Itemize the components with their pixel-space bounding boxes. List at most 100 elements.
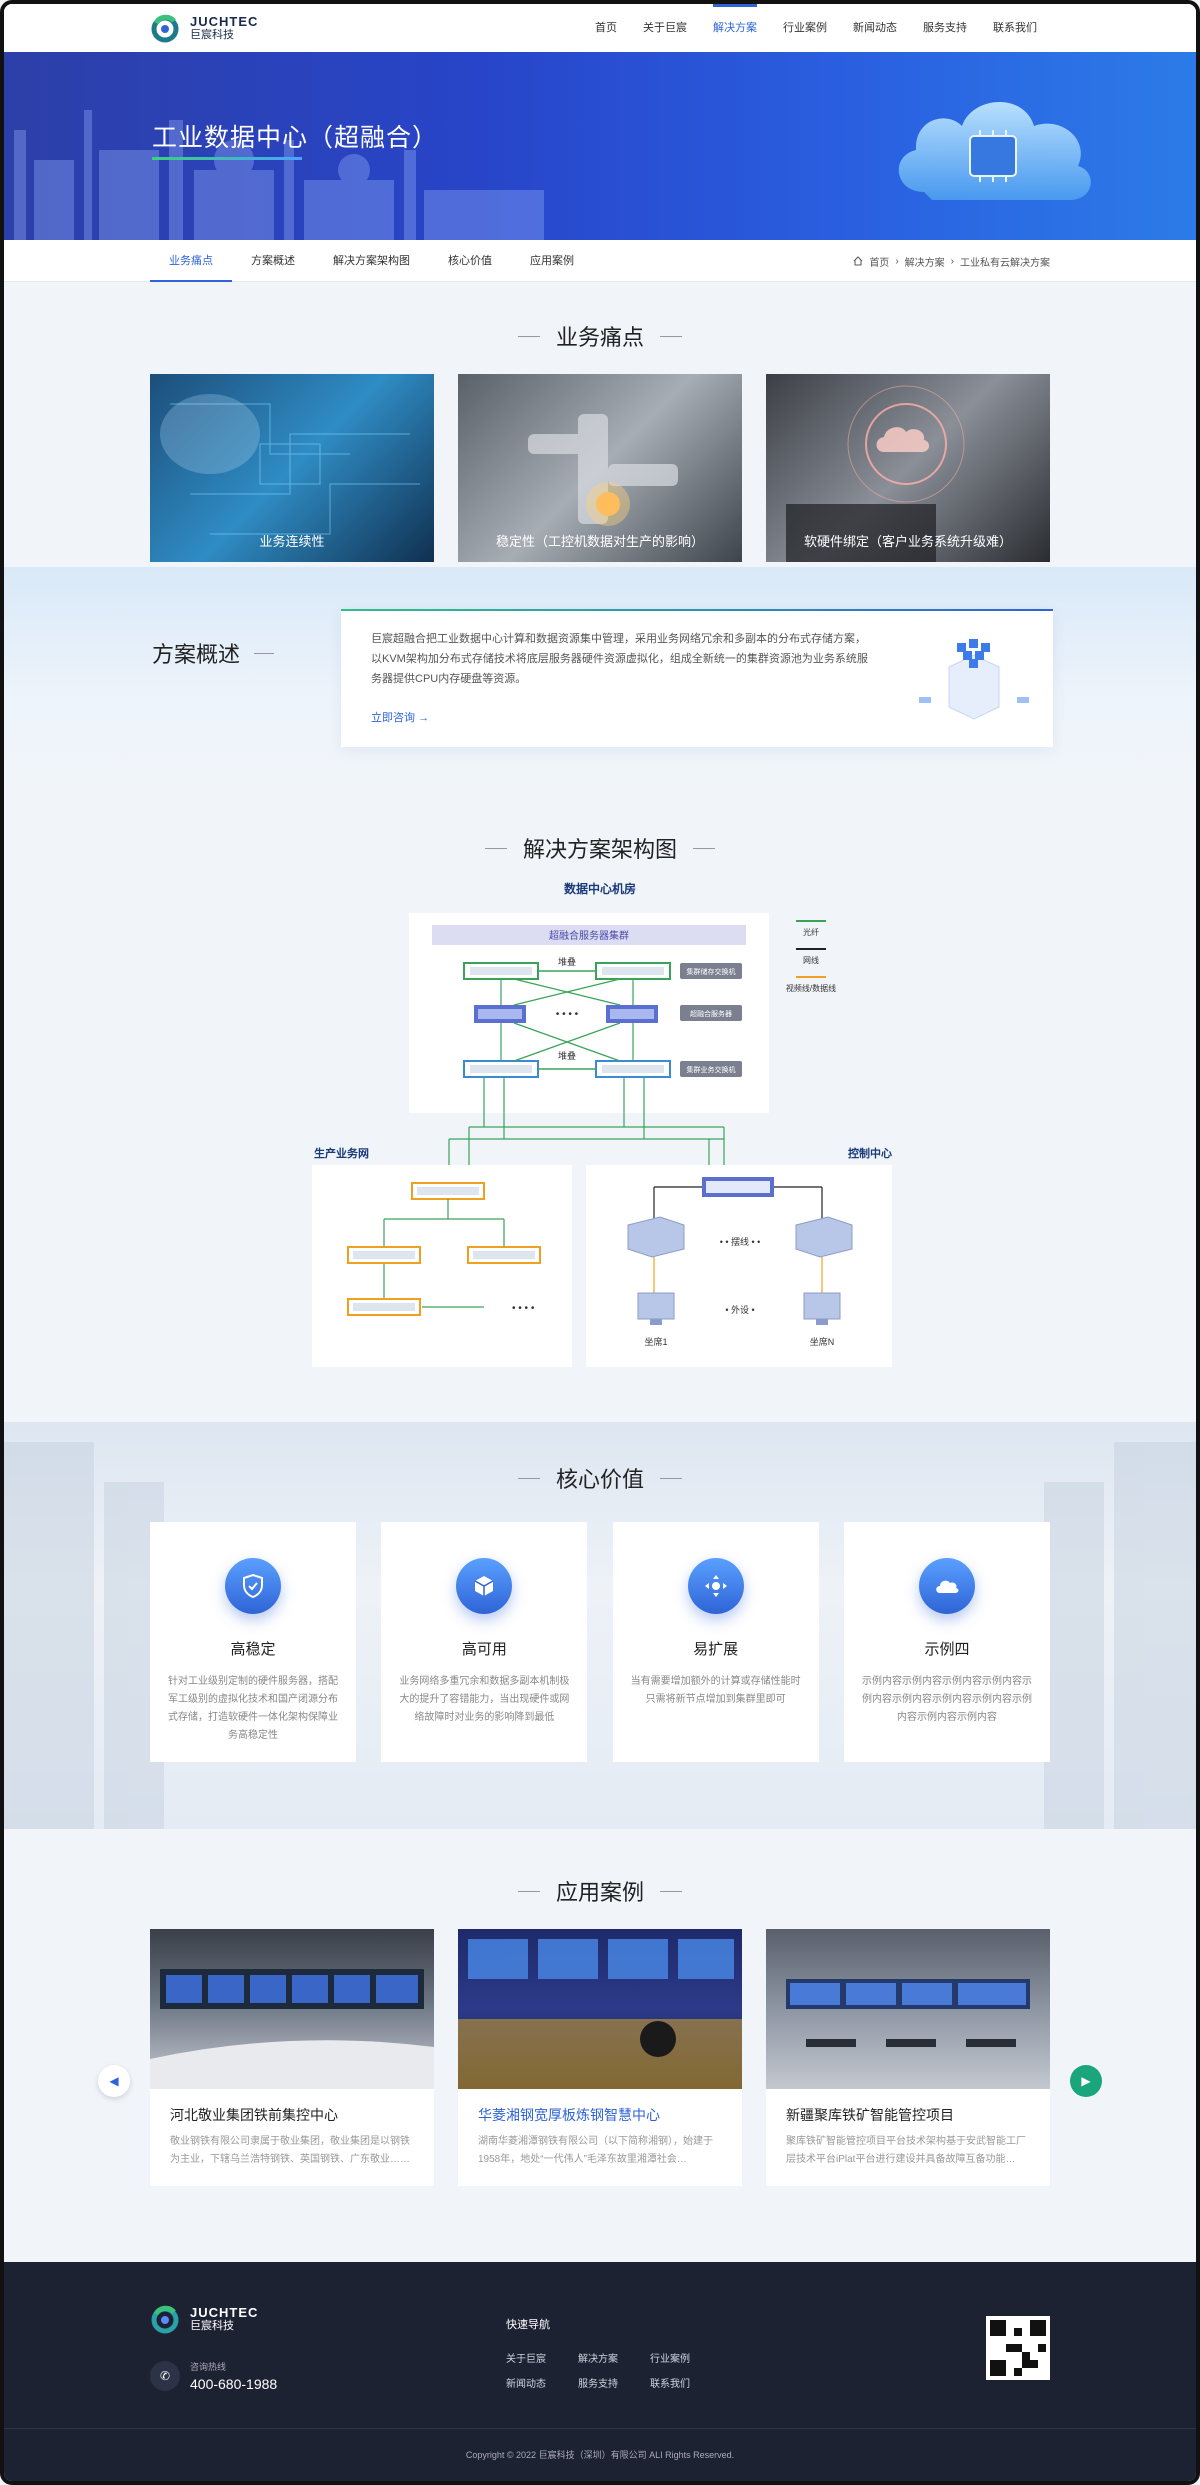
value-card-example: 示例四 示例内容示例内容示例内容示例内容示例内容示例内容示例内容示例内容示例内容… bbox=[843, 1522, 1050, 1762]
cluster-label: 超融合服务器集群 bbox=[549, 929, 629, 942]
case-desc: 敬业钢铁有限公司隶属于敬业集团，敬业集团是以钢铁为主业，下辖乌兰浩特钢铁、英国钢… bbox=[170, 2136, 410, 2165]
overview-text: 巨宸超融合把工业数据中心计算和数据资源集中管理，采用业务网络冗余和多副本的分布式… bbox=[371, 633, 868, 685]
case-card[interactable]: 河北敬业集团铁前集控中心 敬业钢铁有限公司隶属于敬业集团，敬业集团是以钢铁为主业… bbox=[150, 1929, 434, 2186]
pain-card-continuity[interactable]: 业务连续性 bbox=[150, 374, 434, 562]
cases-title: 应用案例 bbox=[4, 1875, 1196, 1907]
value-name: 高可用 bbox=[461, 1641, 507, 1658]
footer-link-contact[interactable]: 联系我们 bbox=[650, 2379, 690, 2390]
footer-logo-cn: 巨宸科技 bbox=[190, 2320, 234, 2332]
footer-logo[interactable]: JUCHTEC 巨宸科技 bbox=[150, 2304, 258, 2334]
peripheral-label: • 外设 • bbox=[725, 1304, 754, 1315]
tab-overview[interactable]: 方案概述 bbox=[251, 255, 295, 267]
chevron-right-icon: ▶ bbox=[1081, 2074, 1091, 2088]
case-name: 河北敬业集团铁前集控中心 bbox=[170, 2107, 338, 2123]
circuit-hand-image bbox=[160, 394, 420, 535]
pain-card-binding[interactable]: 软硬件绑定（客户业务系统升级难） bbox=[766, 374, 1050, 562]
hotline-number[interactable]: 400-680-1988 bbox=[190, 2376, 278, 2392]
cloud-icon bbox=[918, 1558, 975, 1614]
nav-solutions[interactable]: 解决方案 bbox=[700, 4, 770, 52]
architecture-title: 解决方案架构图 bbox=[4, 832, 1196, 864]
copyright: Copyright © 2022 巨宸科技（深圳）有限公司 ALI Rights… bbox=[4, 2428, 1196, 2481]
carousel-next-button[interactable]: ▶ bbox=[1070, 2065, 1102, 2097]
factory-silhouette-image bbox=[14, 110, 544, 240]
pain-title: 业务痛点 bbox=[4, 320, 1196, 352]
footer: JUCHTEC 巨宸科技 ✆ 咨询热线 400-680-1988 快速导航 关于… bbox=[4, 2262, 1196, 2481]
case-card[interactable]: 新疆聚库铁矿智能管控项目 聚库铁矿智能管控项目平台技术架构基于安武智能工厂层技术… bbox=[766, 1929, 1050, 2186]
pain-card-caption: 稳定性（工控机数据对生产的影响） bbox=[495, 534, 704, 549]
architecture-diagram: 超融合服务器集群 堆叠 集群储存交换机 • • • • 超融合服务器 堆叠 集群… bbox=[312, 913, 892, 1367]
value-desc: 针对工业级别定制的硬件服务器，搭配军工级别的虚拟化技术和国产闭源分布式存储，打造… bbox=[168, 1676, 338, 1741]
pain-card-stability[interactable]: 稳定性（工控机数据对生产的影响） bbox=[458, 374, 742, 562]
tab-pain-points[interactable]: 业务痛点 bbox=[150, 240, 232, 282]
nav-contact[interactable]: 联系我们 bbox=[993, 22, 1037, 34]
footer-link-support[interactable]: 服务支持 bbox=[578, 2379, 618, 2390]
footer-link-solutions[interactable]: 解决方案 bbox=[578, 2354, 618, 2365]
kvm-label: • • 摆线 • • bbox=[720, 1236, 761, 1247]
footer-logo-en: JUCHTEC bbox=[190, 2305, 259, 2320]
value-name: 示例四 bbox=[924, 1641, 970, 1658]
case-desc: 湖南华菱湘潭钢铁有限公司（以下简称湘钢），始建于1958年，地处“一代伟人”毛泽… bbox=[478, 2136, 713, 2165]
phone-icon: ✆ bbox=[150, 2361, 180, 2391]
footer-link-news[interactable]: 新闻动态 bbox=[506, 2379, 546, 2390]
shield-icon bbox=[225, 1558, 281, 1614]
footer-nav: 快速导航 关于巨宸 解决方案 行业案例 新闻动态 服务支持 联系我们 bbox=[506, 2316, 722, 2390]
top-header: JUCHTEC 巨宸科技 首页 关于巨宸 解决方案 行业案例 新闻动态 服务支持… bbox=[4, 4, 1196, 52]
qr-code-image bbox=[986, 2316, 1050, 2380]
overview-card: 巨宸超融合把工业数据中心计算和数据资源集中管理，采用业务网络冗余和多副本的分布式… bbox=[341, 609, 1053, 747]
tab-architecture[interactable]: 解决方案架构图 bbox=[333, 255, 410, 267]
consult-link[interactable]: 立即咨询 → bbox=[371, 712, 430, 724]
operator-room-image bbox=[458, 1929, 742, 2089]
logo-en: JUCHTEC bbox=[190, 14, 259, 29]
core-value-section: 核心价值 高稳定 针对工业级别定制的硬件服务器，搭配军工级别的虚拟化技术和国产闭… bbox=[4, 1422, 1196, 1829]
case-desc: 聚库铁矿智能管控项目平台技术架构基于安武智能工厂层技术平台iPlat平台进行建设… bbox=[786, 2136, 1026, 2165]
pain-points-section: 业务痛点 业务连续性 稳定性（工控机数据对生产的影响） 软硬件绑定（客户业务系统 bbox=[4, 282, 1196, 567]
ctrl-label: 控制中心 bbox=[848, 1146, 892, 1160]
cases-section: 应用案例 ◀ 河北敬业集团铁前集控中心 敬业钢铁有限公司隶属于敬业集团，敬业集团… bbox=[4, 1829, 1196, 2237]
server-cube-illustration bbox=[919, 639, 1029, 720]
prod-label: 生产业务网 bbox=[314, 1146, 369, 1160]
footer-link-cases[interactable]: 行业案例 bbox=[650, 2354, 690, 2365]
value-name: 易扩展 bbox=[693, 1641, 739, 1658]
nav-cases[interactable]: 行业案例 bbox=[783, 22, 827, 34]
crumb-solutions[interactable]: 解决方案 bbox=[904, 257, 945, 269]
core-value-title: 核心价值 bbox=[4, 1422, 1196, 1494]
legend-cable: 网线 bbox=[803, 955, 819, 965]
chevron-left-icon: ◀ bbox=[109, 2074, 119, 2088]
home-icon bbox=[853, 256, 863, 266]
nav-support[interactable]: 服务支持 bbox=[923, 22, 967, 34]
tab-cases[interactable]: 应用案例 bbox=[530, 255, 574, 267]
architecture-section: 解决方案架构图 数据中心机房 超融合服务器集群 堆叠 集群储存交换机 • • •… bbox=[4, 794, 1196, 1422]
nav-news[interactable]: 新闻动态 bbox=[853, 22, 897, 34]
hotline-label: 咨询热线 bbox=[190, 2362, 227, 2372]
legend-fiber: 光纤 bbox=[803, 927, 819, 937]
seat1-label: 坐席1 bbox=[644, 1336, 667, 1347]
value-desc: 示例内容示例内容示例内容示例内容示例内容示例内容示例内容示例内容示例内容示例内容… bbox=[861, 1676, 1032, 1723]
case-name: 华菱湘钢宽厚板炼钢智慧中心 bbox=[478, 2107, 660, 2123]
value-name: 高稳定 bbox=[230, 1641, 276, 1658]
value-desc: 业务网络多重冗余和数据多副本机制极大的提升了容错能力，当出现硬件或网络故障时对业… bbox=[399, 1676, 570, 1723]
main-nav: 首页 关于巨宸 解决方案 行业案例 新闻动态 服务支持 联系我们 bbox=[582, 4, 1050, 52]
logo[interactable]: JUCHTEC 巨宸科技 bbox=[150, 13, 258, 43]
crumb-home[interactable]: 首页 bbox=[869, 257, 890, 269]
nav-home[interactable]: 首页 bbox=[595, 22, 617, 34]
tab-core-value[interactable]: 核心价值 bbox=[448, 255, 492, 267]
value-card-stable: 高稳定 针对工业级别定制的硬件服务器，搭配军工级别的虚拟化技术和国产闭源分布式存… bbox=[150, 1522, 356, 1762]
overview-title: 方案概述 bbox=[152, 637, 275, 669]
crumb-sep-icon: › bbox=[950, 255, 954, 267]
mine-control-image bbox=[766, 1929, 1050, 2089]
stack-label-bottom: 堆叠 bbox=[558, 1051, 576, 1061]
cloud-chip-illustration bbox=[898, 101, 1091, 200]
case-card[interactable]: 华菱湘钢宽厚板炼钢智慧中心 湖南华菱湘潭钢铁有限公司（以下简称湘钢），始建于19… bbox=[458, 1929, 742, 2186]
tag-business: 集群业务交换机 bbox=[687, 1065, 736, 1074]
expand-icon bbox=[687, 1558, 744, 1614]
carousel-prev-button[interactable]: ◀ bbox=[98, 2065, 130, 2097]
nav-about[interactable]: 关于巨宸 bbox=[643, 22, 687, 34]
prod-dots: • • • • bbox=[512, 1303, 535, 1314]
breadcrumb: 首页 › 解决方案 › 工业私有云解决方案 bbox=[853, 254, 1050, 269]
title-underline bbox=[152, 157, 302, 160]
crumb-sep-icon: › bbox=[895, 255, 899, 267]
arrow-right-icon: → bbox=[418, 712, 430, 724]
footer-link-about[interactable]: 关于巨宸 bbox=[506, 2354, 546, 2365]
dc-label: 数据中心机房 bbox=[563, 882, 636, 896]
section-subnav: 业务痛点 方案概述 解决方案架构图 核心价值 应用案例 首页 › 解决方案 › … bbox=[4, 240, 1196, 282]
